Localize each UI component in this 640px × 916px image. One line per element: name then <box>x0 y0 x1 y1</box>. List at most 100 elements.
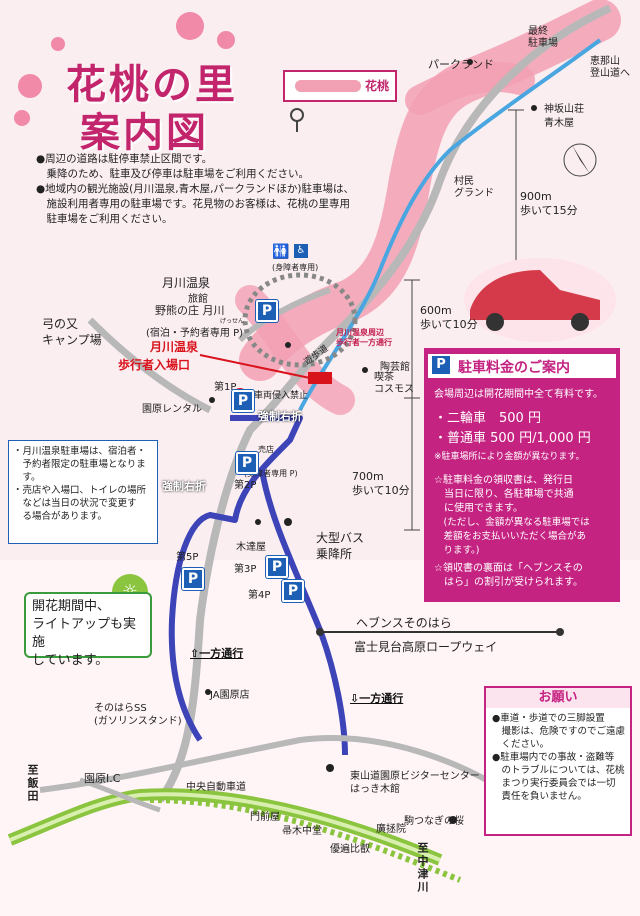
title-line1: 花桃の里 <box>66 61 238 108</box>
expressway-dotted <box>149 797 462 883</box>
light-up-line: ライトアップも実施 <box>32 617 137 650</box>
request-header: お願い <box>486 688 630 708</box>
label-walk-entrance-2: 歩行者入場口 <box>118 358 191 372</box>
label-walk-entrance-1: 月川温泉 <box>150 340 199 354</box>
label-last-parking: 最終 駐車場 <box>528 26 558 49</box>
title-line2: 案内図 <box>80 109 209 156</box>
label-aokiya: 青木屋 <box>544 118 574 129</box>
label-heavens: ヘブンスそのはら <box>356 616 452 630</box>
label-yuminomata: 弓の又 キャンプ場 <box>42 317 102 347</box>
label-no-entry: 車両侵入禁止 <box>254 391 309 401</box>
info-line: ・売店や入場口、トイレの場所 <box>13 485 147 496</box>
label-to-nakatsugawa: 至中津川 <box>416 842 429 894</box>
label-disabled-only: (身障者専用 P) <box>244 469 298 478</box>
parking-heavens2: はら」の割引が受けられます。 <box>434 577 583 588</box>
label-kamisaka: 神坂山荘 <box>544 104 584 115</box>
label-fifth-p: 第5P <box>176 552 199 563</box>
pin-icon <box>290 108 304 132</box>
parking-receipt1: ☆駐車料金の領収書は、発行日 <box>434 475 573 486</box>
label-kitatsuya: 木達屋 <box>236 542 266 553</box>
note-line: ●周辺の道路は駐停車禁止区間です。 <box>36 153 213 165</box>
label-big-bus: 大型バス 乗降所 <box>316 531 365 561</box>
note-line: ●地域内の観光施設(月川温泉,青木屋,パークランドほか)駐車場は、 <box>36 183 355 195</box>
label-ryokan: 旅館 <box>188 294 208 305</box>
label-chuo: 中央自動車道 <box>186 782 246 793</box>
label-kyosei-1: 強制右折 <box>258 410 302 423</box>
request-line: ●車道・歩道での三脚設置 <box>492 713 605 724</box>
blossom-area <box>239 0 621 381</box>
light-up-line: しています。 <box>32 653 109 668</box>
info-line: ・月川温泉駐車場は、宿泊者・ <box>13 446 147 457</box>
info-line: す。 <box>13 472 41 483</box>
chuo-expressway-inner <box>9 792 441 862</box>
label-cafe: 喫茶 コスモス <box>374 372 414 395</box>
label-ja: JA園原店 <box>210 690 250 701</box>
label-ic: 園原I.C <box>84 772 121 785</box>
parking-receipt3: に使用できます。 <box>434 503 523 514</box>
label-third-p: 第3P <box>234 564 257 575</box>
interchange-road <box>79 777 161 813</box>
parking-line1: 会場周辺は開花期間中全て有料です。 <box>434 389 603 400</box>
request-body: ●車道・歩道での三脚設置 撮影は、危険ですのでご遠慮 ください。 ●駐車場内での… <box>492 712 626 803</box>
car-illustration <box>464 258 616 342</box>
request-line: 責任を負いません。 <box>492 791 587 802</box>
legend: 花桃 <box>283 70 397 102</box>
info-line: 予約者限定の駐車場となりま <box>13 459 146 470</box>
parking-note: ※駐車場所により金額が異なります。 <box>434 452 585 462</box>
walking-trail <box>242 272 358 368</box>
lower-road <box>39 735 522 803</box>
request-line: まつり実行委員会では一切 <box>492 778 616 789</box>
info-line: などは当日の状況で変更す <box>13 498 137 509</box>
label-parkland: パークランド <box>428 58 494 71</box>
label-gessen: げっせん <box>220 318 245 325</box>
info-box: ・月川温泉駐車場は、宿泊者・ 予約者限定の駐車場となりま す。 ・売店や入場口、… <box>8 440 158 544</box>
parking-receipt2: 当日に限り、各駐車場で共通 <box>434 489 574 500</box>
main-road <box>156 4 612 803</box>
parking-info-title: 駐車料金のご案内 <box>458 360 570 376</box>
parking-p-icon: P <box>432 356 450 374</box>
light-up-box: 開花期間中、 ライトアップも実施 しています。 <box>24 592 152 668</box>
parking-car2: ・普通車 500 円/1,000 円 <box>434 431 591 446</box>
parking-icon-p4: P <box>282 580 304 602</box>
label-fourth-p: 第4P <box>248 590 271 601</box>
distance-600: 600m 歩いて10分 <box>420 304 478 331</box>
note-line: 乗降のため、駐車及び停車は駐車場をご利用ください。 <box>36 168 309 180</box>
request-line: のトラブルについては、花桃 <box>492 765 625 776</box>
label-oneway-left: ⇧一方通行 <box>190 647 244 660</box>
info-line: る場合があります。 <box>13 511 108 522</box>
label-to-iida: 至飯田 <box>26 764 39 803</box>
parking-car1: ・二輪車 500 円 <box>434 411 541 426</box>
label-guest-parking: (宿泊・予約者専用 P) <box>146 328 244 339</box>
parking-icon-p2: P <box>236 452 258 474</box>
label-ss: そのはらSS (ガソリンスタンド) <box>94 703 182 727</box>
label-monzenya: 門前屋 <box>250 812 280 823</box>
parking-icon-p1: P <box>232 390 254 412</box>
parking-icon-p3: P <box>266 556 288 578</box>
label-sengen: 優遍比叡 <box>330 844 370 855</box>
note-line: 駐車場をご利用ください。 <box>36 213 173 225</box>
label-disabled-toilet: (身障者専用) <box>272 263 319 272</box>
label-oneway-right: ⇩一方通行 <box>350 692 404 705</box>
river <box>298 38 602 411</box>
request-line: ください。 <box>492 739 550 750</box>
parking-receipt5: 差額をお支払いいただく場合があ <box>434 531 587 542</box>
light-up-line: 開花期間中、 <box>32 599 111 614</box>
request-line: 撮影は、危険ですのでご遠慮 <box>492 726 626 737</box>
label-kyosei-2: 強制右折 <box>162 480 206 493</box>
parking-info-header: P 駐車料金のご案内 <box>428 354 616 378</box>
label-tsukikawa-onsen: 月川温泉 <box>162 276 211 290</box>
label-shop: 売店 <box>258 445 274 454</box>
label-komatsunagi: 駒つなぎの桜 <box>404 816 464 827</box>
legend-label: 花桃 <box>365 79 390 93</box>
parking-info-panel: P 駐車料金のご案内 会場周辺は開花期間中全て有料です。 ・二輪車 500 円 … <box>424 348 620 602</box>
label-enasan: 恵那山 登山道へ <box>590 56 630 79</box>
parking-receipt4: (ただし、金額が異なる駐車場では <box>434 517 590 528</box>
blossom-swatch <box>295 80 361 92</box>
label-sonohara-rental: 園原レンタル <box>142 404 202 415</box>
request-line: ●駐車場内での事故・盗難等 <box>492 752 615 763</box>
note-line: 施設利用者専用の駐車場です。花見物のお客様は、花桃の里専用 <box>36 198 350 210</box>
label-second-p: 第2P <box>234 480 257 491</box>
blossom-icons <box>14 12 235 126</box>
parking-heavens1: ☆領収書の裏面は「ヘブンスその <box>434 563 583 574</box>
label-ropeway: 富士見台高原ロープウェイ <box>354 640 498 654</box>
